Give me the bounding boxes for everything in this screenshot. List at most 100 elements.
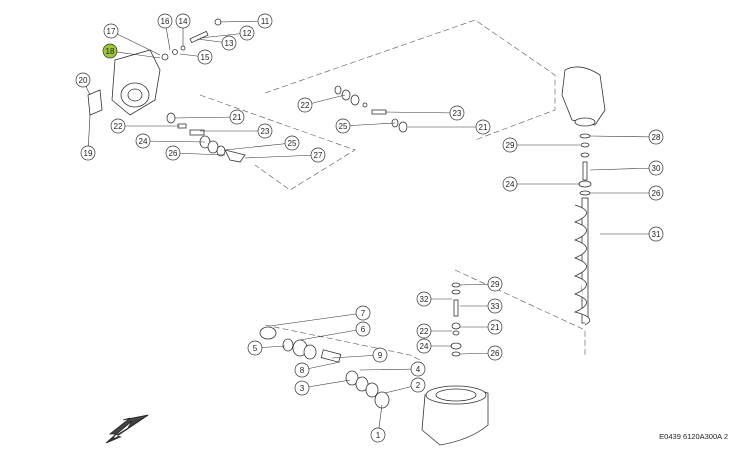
leader-line	[301, 379, 351, 389]
callout-23[interactable]: 23	[257, 123, 273, 139]
callout-number: 24	[420, 342, 429, 351]
callout-number: 5	[253, 344, 258, 353]
callout-circle	[648, 185, 664, 201]
callout-24[interactable]: 24	[502, 176, 518, 192]
callout-15[interactable]: 15	[197, 49, 213, 65]
callout-1[interactable]: 1	[370, 427, 386, 443]
callout-30[interactable]: 30	[648, 160, 664, 176]
callout-circle	[175, 13, 191, 29]
callout-26[interactable]: 26	[487, 345, 503, 361]
callout-circle	[335, 118, 351, 134]
callout-23[interactable]: 23	[449, 105, 465, 121]
callout-number: 28	[652, 133, 661, 142]
callout-18[interactable]: 18	[102, 43, 118, 59]
callout-32[interactable]: 32	[416, 291, 432, 307]
callout-19[interactable]: 19	[80, 145, 96, 161]
callout-25[interactable]: 25	[335, 118, 351, 134]
callout-circle	[310, 147, 326, 163]
callout-21[interactable]: 21	[229, 109, 245, 125]
callout-number: 24	[139, 137, 148, 146]
callout-9[interactable]: 9	[372, 347, 388, 363]
callout-26[interactable]: 26	[165, 145, 181, 161]
callout-25[interactable]: 25	[284, 135, 300, 151]
callout-number: 20	[79, 76, 88, 85]
callout-number: 22	[301, 101, 310, 110]
callout-number: 9	[378, 351, 383, 360]
callout-16[interactable]: 16	[157, 13, 173, 29]
callout-number: 21	[233, 113, 242, 122]
leader-line	[174, 116, 238, 119]
callout-number: 25	[288, 139, 297, 148]
callout-22[interactable]: 22	[297, 97, 313, 113]
callout-number: 19	[84, 149, 93, 158]
callout-number: 27	[314, 151, 323, 160]
vertical-stack-parts	[578, 133, 592, 196]
callout-number: 3	[300, 384, 305, 393]
callout-20[interactable]: 20	[75, 72, 91, 88]
assembly-boundary-lower	[454, 269, 586, 355]
callout-circle	[416, 291, 432, 307]
callout-13[interactable]: 13	[221, 35, 237, 51]
leader-lines	[82, 20, 657, 436]
callout-circle	[197, 49, 213, 65]
callout-number: 32	[420, 295, 429, 304]
callout-circle	[487, 345, 503, 361]
callout-14[interactable]: 14	[175, 13, 191, 29]
callout-number: 26	[491, 349, 500, 358]
leader-line	[299, 328, 364, 341]
callout-circle	[502, 176, 518, 192]
callout-6[interactable]: 6	[355, 321, 371, 337]
callout-circle	[410, 361, 426, 377]
callout-circle	[487, 319, 503, 335]
callout-circle	[294, 380, 310, 396]
callout-22[interactable]: 22	[110, 118, 126, 134]
callout-number: 18	[106, 47, 115, 56]
callout-31[interactable]: 31	[648, 226, 664, 242]
callout-17[interactable]: 17	[103, 23, 119, 39]
callout-circle	[165, 145, 181, 161]
callout-number: 2	[416, 381, 421, 390]
callout-11[interactable]: 11	[257, 13, 273, 29]
callout-number: 21	[479, 123, 488, 132]
callout-21[interactable]: 21	[487, 319, 503, 335]
assembly-boundary-upper	[264, 19, 556, 141]
callout-12[interactable]: 12	[239, 25, 255, 41]
callout-number: 30	[652, 164, 661, 173]
callout-33[interactable]: 33	[487, 298, 503, 314]
callout-24[interactable]: 24	[416, 338, 432, 354]
callout-29[interactable]: 29	[502, 137, 518, 153]
auger-screw	[573, 197, 591, 326]
callout-circle	[487, 298, 503, 314]
callout-number: 7	[361, 309, 366, 318]
callout-number: 23	[453, 109, 462, 118]
callout-7[interactable]: 7	[355, 305, 371, 321]
callout-circle	[372, 347, 388, 363]
callout-number: 14	[179, 17, 188, 26]
callout-number: 8	[300, 366, 305, 375]
callout-number: 29	[506, 141, 515, 150]
callout-21[interactable]: 21	[475, 119, 491, 135]
callout-4[interactable]: 4	[410, 361, 426, 377]
callout-number: 24	[506, 180, 515, 189]
callout-3[interactable]: 3	[294, 380, 310, 396]
callout-number: 25	[339, 122, 348, 131]
callout-27[interactable]: 27	[310, 147, 326, 163]
callout-number: 4	[416, 365, 421, 374]
lower-drive-parts	[259, 326, 390, 409]
callout-circle	[102, 43, 118, 59]
callout-2[interactable]: 2	[410, 377, 426, 393]
callout-28[interactable]: 28	[648, 129, 664, 145]
callout-number: 29	[491, 280, 500, 289]
callout-29[interactable]: 29	[487, 276, 503, 292]
callout-8[interactable]: 8	[294, 362, 310, 378]
callout-circle	[247, 340, 263, 356]
callout-26[interactable]: 26	[648, 185, 664, 201]
callout-22[interactable]: 22	[416, 323, 432, 339]
callout-circle	[110, 118, 126, 134]
callout-24[interactable]: 24	[135, 133, 151, 149]
callout-circle	[80, 145, 96, 161]
callout-circle	[294, 362, 310, 378]
callout-number: 15	[201, 53, 210, 62]
callout-5[interactable]: 5	[247, 340, 263, 356]
